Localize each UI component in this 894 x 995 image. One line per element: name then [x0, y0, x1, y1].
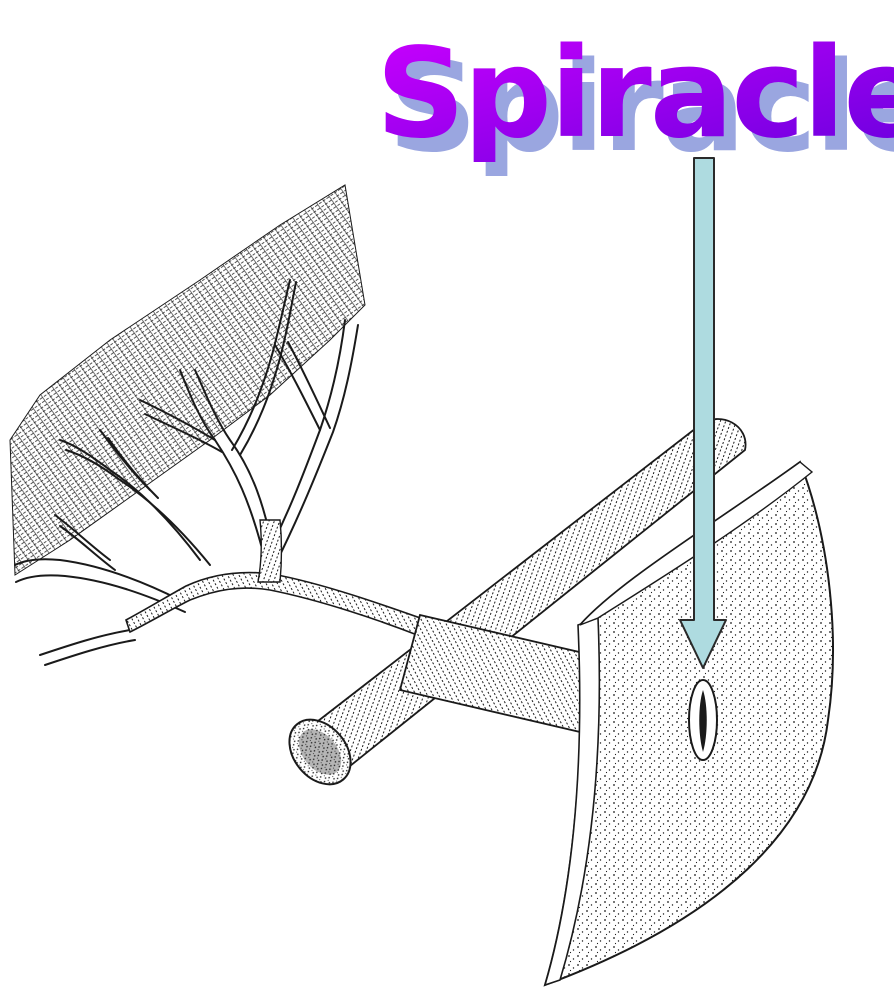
title-graphic: Spiracle Spiracle	[348, 0, 894, 190]
tracheal-trunk-upright	[258, 520, 282, 582]
muscle-tissue-mesh	[10, 185, 365, 575]
tracheal-branch	[126, 573, 440, 641]
title-text: Spiracle	[376, 22, 894, 166]
